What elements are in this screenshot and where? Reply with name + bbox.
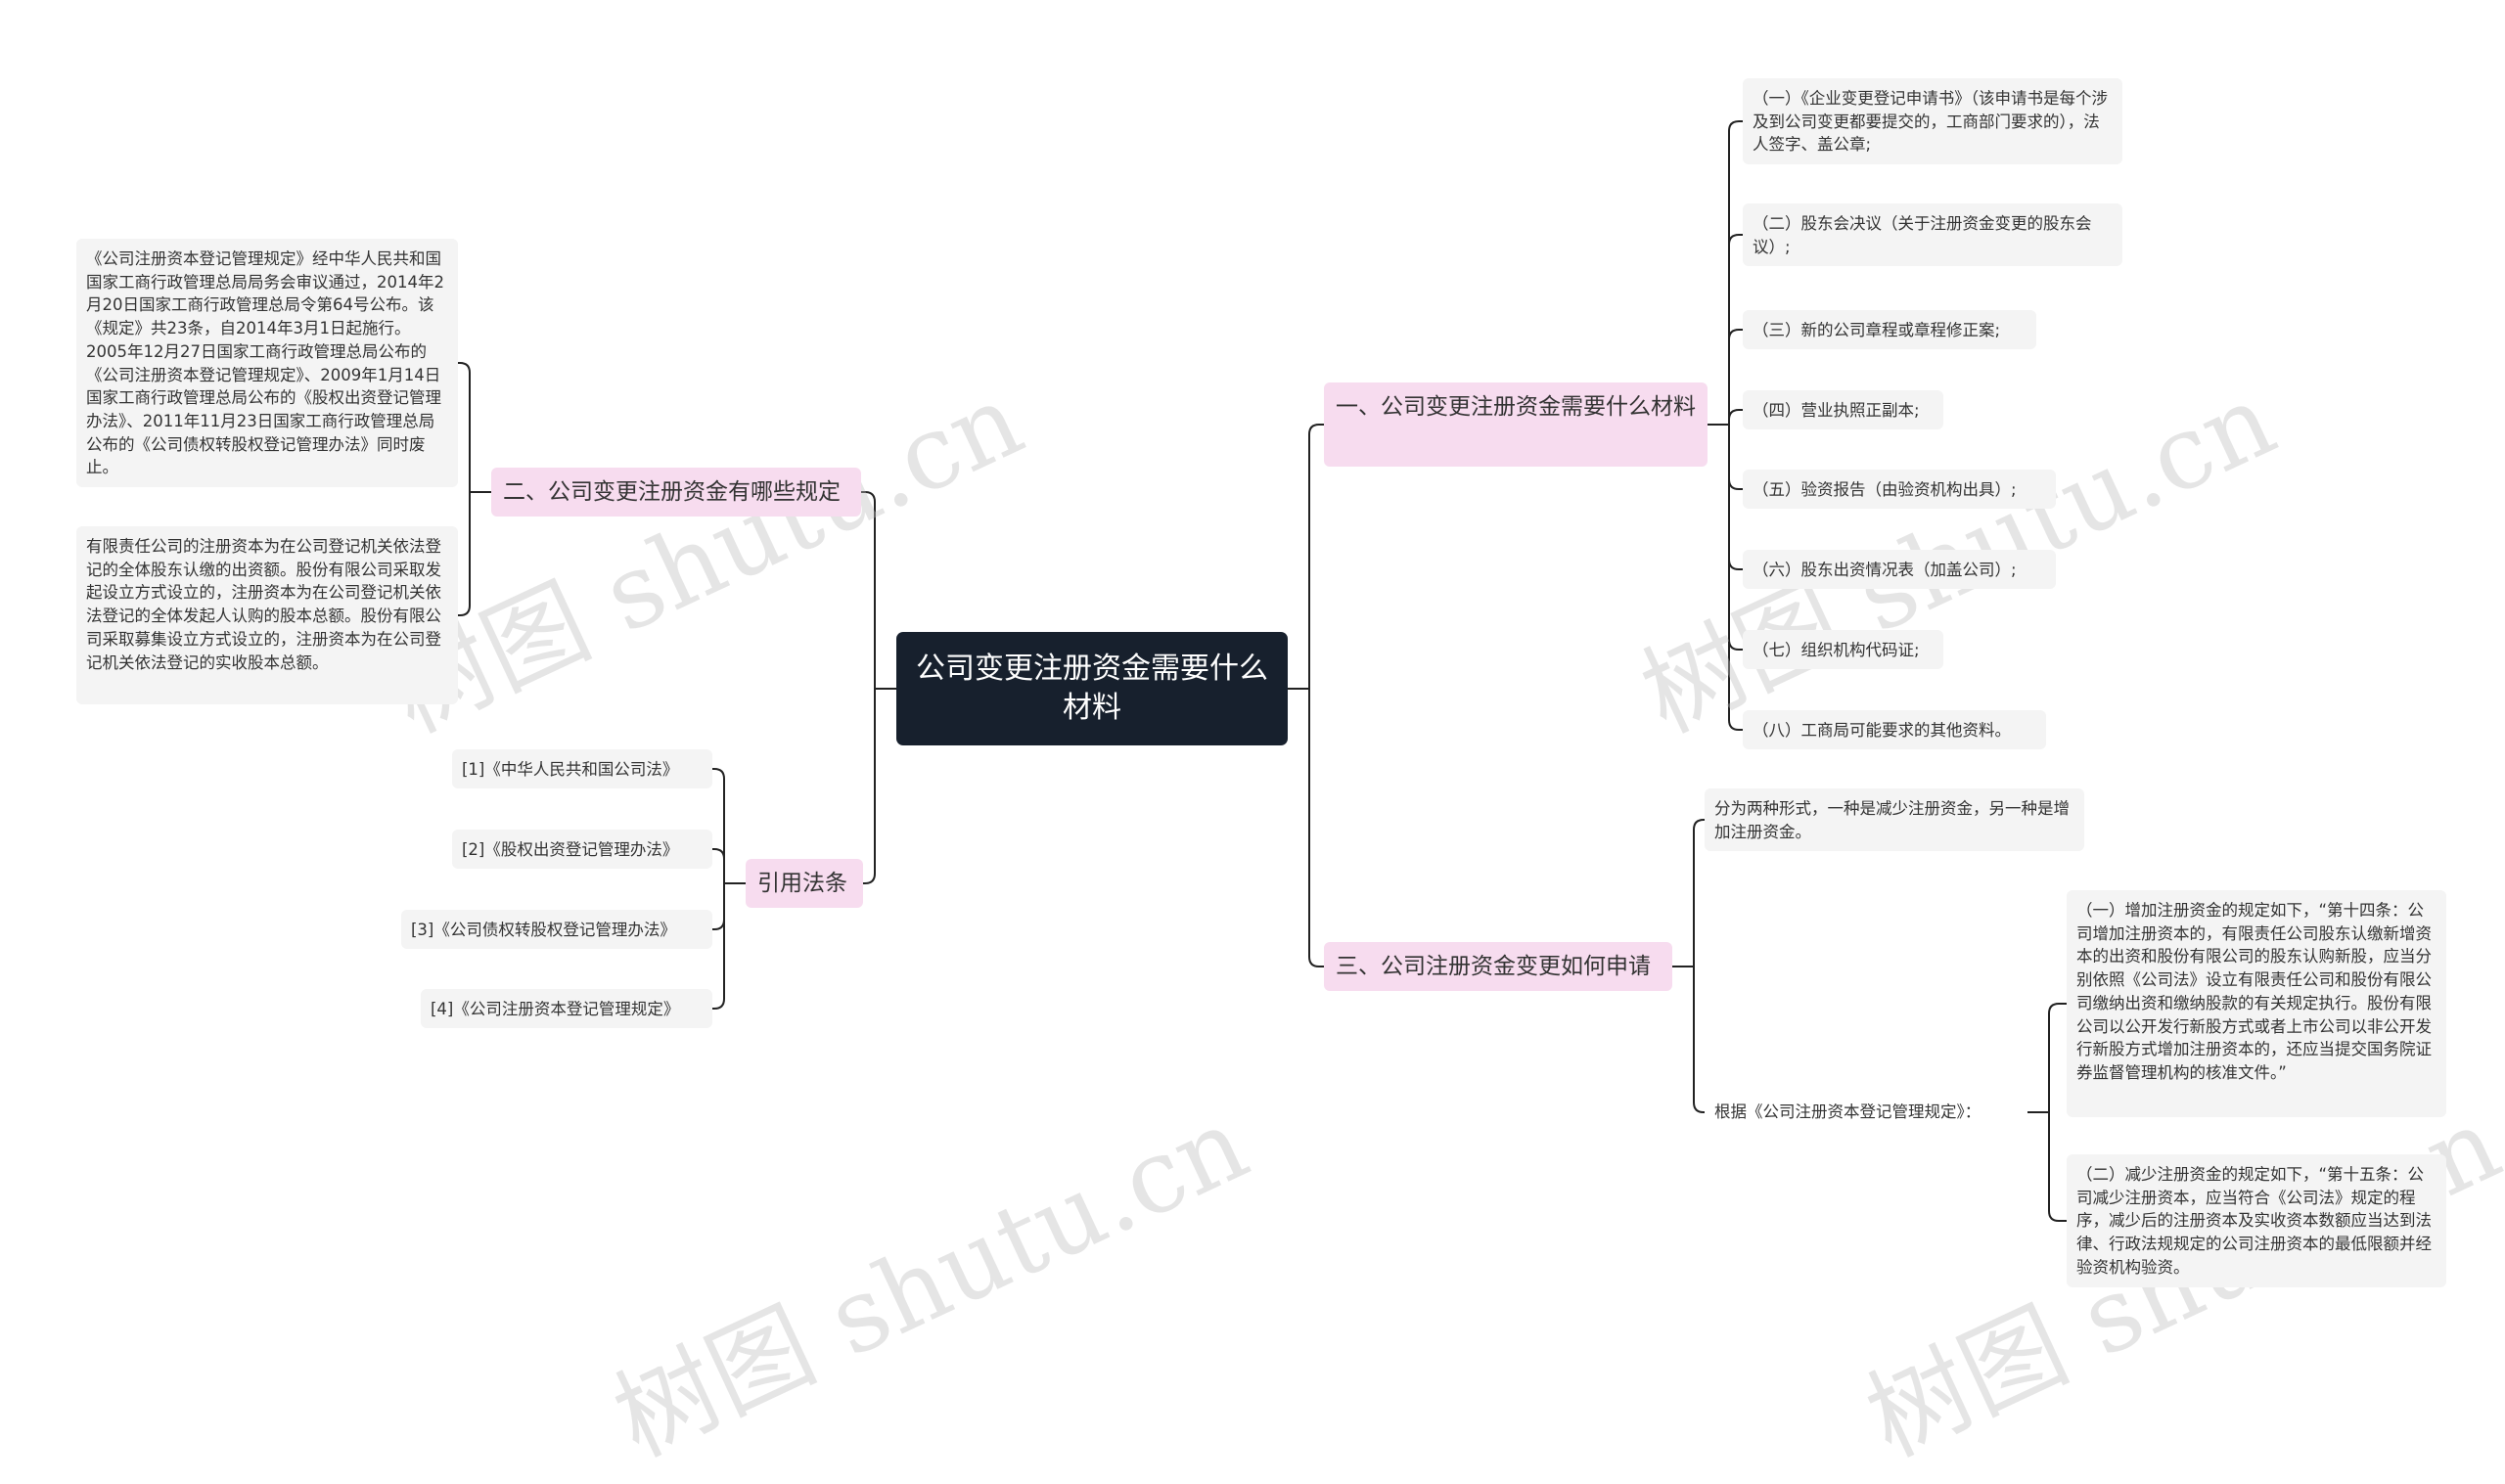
leaf-capital-verification-report[interactable]: （五）验资报告（由验资机构出具）; [1743,470,2056,509]
connector [1728,425,1743,731]
connector [1308,689,1324,967]
leaf-text: （四）营业执照正副本; [1753,401,1920,420]
leaf-text: （一）《企业变更登记申请书》（该申请书是每个涉及到公司变更都要提交的，工商部门要… [1753,89,2108,155]
connector [1728,120,1743,425]
leaf-company-law[interactable]: [1]《中华人民共和国公司法》 [452,749,712,788]
connector [712,768,725,883]
leaf-text: （六）股东出资情况表（加盖公司）; [1753,561,2017,579]
connector [1728,425,1743,651]
leaf-shareholder-resolution[interactable]: （二）股东会决议（关于注册资金变更的股东会议）; [1743,203,2122,266]
leaf-capital-registration-rules[interactable]: [4]《公司注册资本登记管理规定》 [421,989,712,1028]
branch-label: 引用法条 [757,871,847,896]
connector [712,848,725,883]
leaf-text: （二）减少注册资金的规定如下，“第十五条：公司减少注册资本，应当符合《公司法》规… [2076,1165,2432,1277]
leaf-text: （一）增加注册资金的规定如下，“第十四条：公司增加注册资本的，有限责任公司股东认… [2076,901,2432,1082]
leaf-registered-capital-definition[interactable]: 有限责任公司的注册资本为在公司登记机关依法登记的全体股东认缴的出资额。股份有限公… [76,526,458,704]
connector [1308,424,1324,689]
leaf-text: [2]《股权出资登记管理办法》 [462,840,679,859]
leaf-text: 有限责任公司的注册资本为在公司登记机关依法登记的全体股东认缴的出资额。股份有限公… [86,537,441,672]
branch-cited-laws[interactable]: 引用法条 [746,859,863,908]
connector-lines [458,120,2067,1222]
connector [2048,1003,2067,1112]
leaf-text: 《公司注册资本登记管理规定》经中华人民共和国国家工商行政管理总局局务会审议通过，… [86,249,444,477]
leaf-text: （八）工商局可能要求的其他资料。 [1753,721,2011,740]
connector [2048,1112,2067,1222]
connector [1693,967,1705,1113]
root-title: 公司变更注册资金需要什么材料 [916,652,1268,725]
leaf-debt-to-equity-measures[interactable]: [3]《公司债权转股权登记管理办法》 [401,910,712,949]
leaf-articles-of-association[interactable]: （三）新的公司章程或章程修正案; [1743,310,2036,349]
leaf-text: （七）组织机构代码证; [1753,641,1920,659]
branch-label: 二、公司变更注册资金有哪些规定 [503,479,841,505]
leaf-decrease-capital-rule[interactable]: （二）减少注册资金的规定如下，“第十五条：公司减少注册资本，应当符合《公司法》规… [2067,1154,2446,1287]
leaf-text: [1]《中华人民共和国公司法》 [462,760,679,779]
branch-materials[interactable]: 一、公司变更注册资金需要什么材料 [1324,382,1708,467]
leaf-text: （三）新的公司章程或章程修正案; [1753,321,2001,339]
leaf-other-documents[interactable]: （八）工商局可能要求的其他资料。 [1743,710,2046,749]
connector [458,492,471,616]
leaf-regulation-history[interactable]: 《公司注册资本登记管理规定》经中华人民共和国国家工商行政管理总局局务会审议通过，… [76,239,458,487]
node-legal-basis[interactable]: 根据《公司注册资本登记管理规定》： [1705,1096,2027,1129]
leaf-business-license[interactable]: （四）营业执照正副本; [1743,390,1943,429]
connector [1693,819,1705,967]
leaf-application-form[interactable]: （一）《企业变更登记申请书》（该申请书是每个涉及到公司变更都要提交的，工商部门要… [1743,78,2122,164]
connector [1728,329,1743,425]
leaf-increase-capital-rule[interactable]: （一）增加注册资金的规定如下，“第十四条：公司增加注册资本的，有限责任公司股东认… [2067,890,2446,1117]
leaf-organization-code[interactable]: （七）组织机构代码证; [1743,630,1943,669]
leaf-shareholder-contribution-table[interactable]: （六）股东出资情况表（加盖公司）; [1743,550,2056,589]
connector [861,491,876,689]
mindmap-canvas: 树图 shutu.cn 树图 shutu.cn 树图 shutu.cn 树图 s… [76,78,2505,1479]
connector [1728,425,1743,570]
leaf-two-forms[interactable]: 分为两种形式，一种是减少注册资金，另一种是增加注册资金。 [1705,788,2084,851]
leaf-text: 分为两种形式，一种是减少注册资金，另一种是增加注册资金。 [1714,799,2070,841]
connector [458,362,471,492]
connector [1728,409,1743,425]
leaf-text: [3]《公司债权转股权登记管理办法》 [411,921,676,939]
leaf-text: （二）股东会决议（关于注册资金变更的股东会议）; [1753,214,2092,256]
leaf-text: （五）验资报告（由验资机构出具）; [1753,480,2017,499]
branch-label: 三、公司注册资金变更如何申请 [1336,954,1651,979]
root-topic[interactable]: 公司变更注册资金需要什么材料 [896,632,1288,745]
connector [1728,425,1743,490]
branch-label: 一、公司变更注册资金需要什么材料 [1336,394,1696,420]
connector [712,883,725,930]
branch-regulations[interactable]: 二、公司变更注册资金有哪些规定 [491,468,861,517]
branch-how-to-apply[interactable]: 三、公司注册资金变更如何申请 [1324,942,1672,991]
connector [1728,234,1743,425]
connector [712,883,725,1010]
connector [863,689,876,884]
leaf-equity-contribution-measures[interactable]: [2]《股权出资登记管理办法》 [452,830,712,869]
node-text: 根据《公司注册资本登记管理规定》： [1714,1102,1981,1121]
leaf-text: [4]《公司注册资本登记管理规定》 [431,1000,680,1018]
